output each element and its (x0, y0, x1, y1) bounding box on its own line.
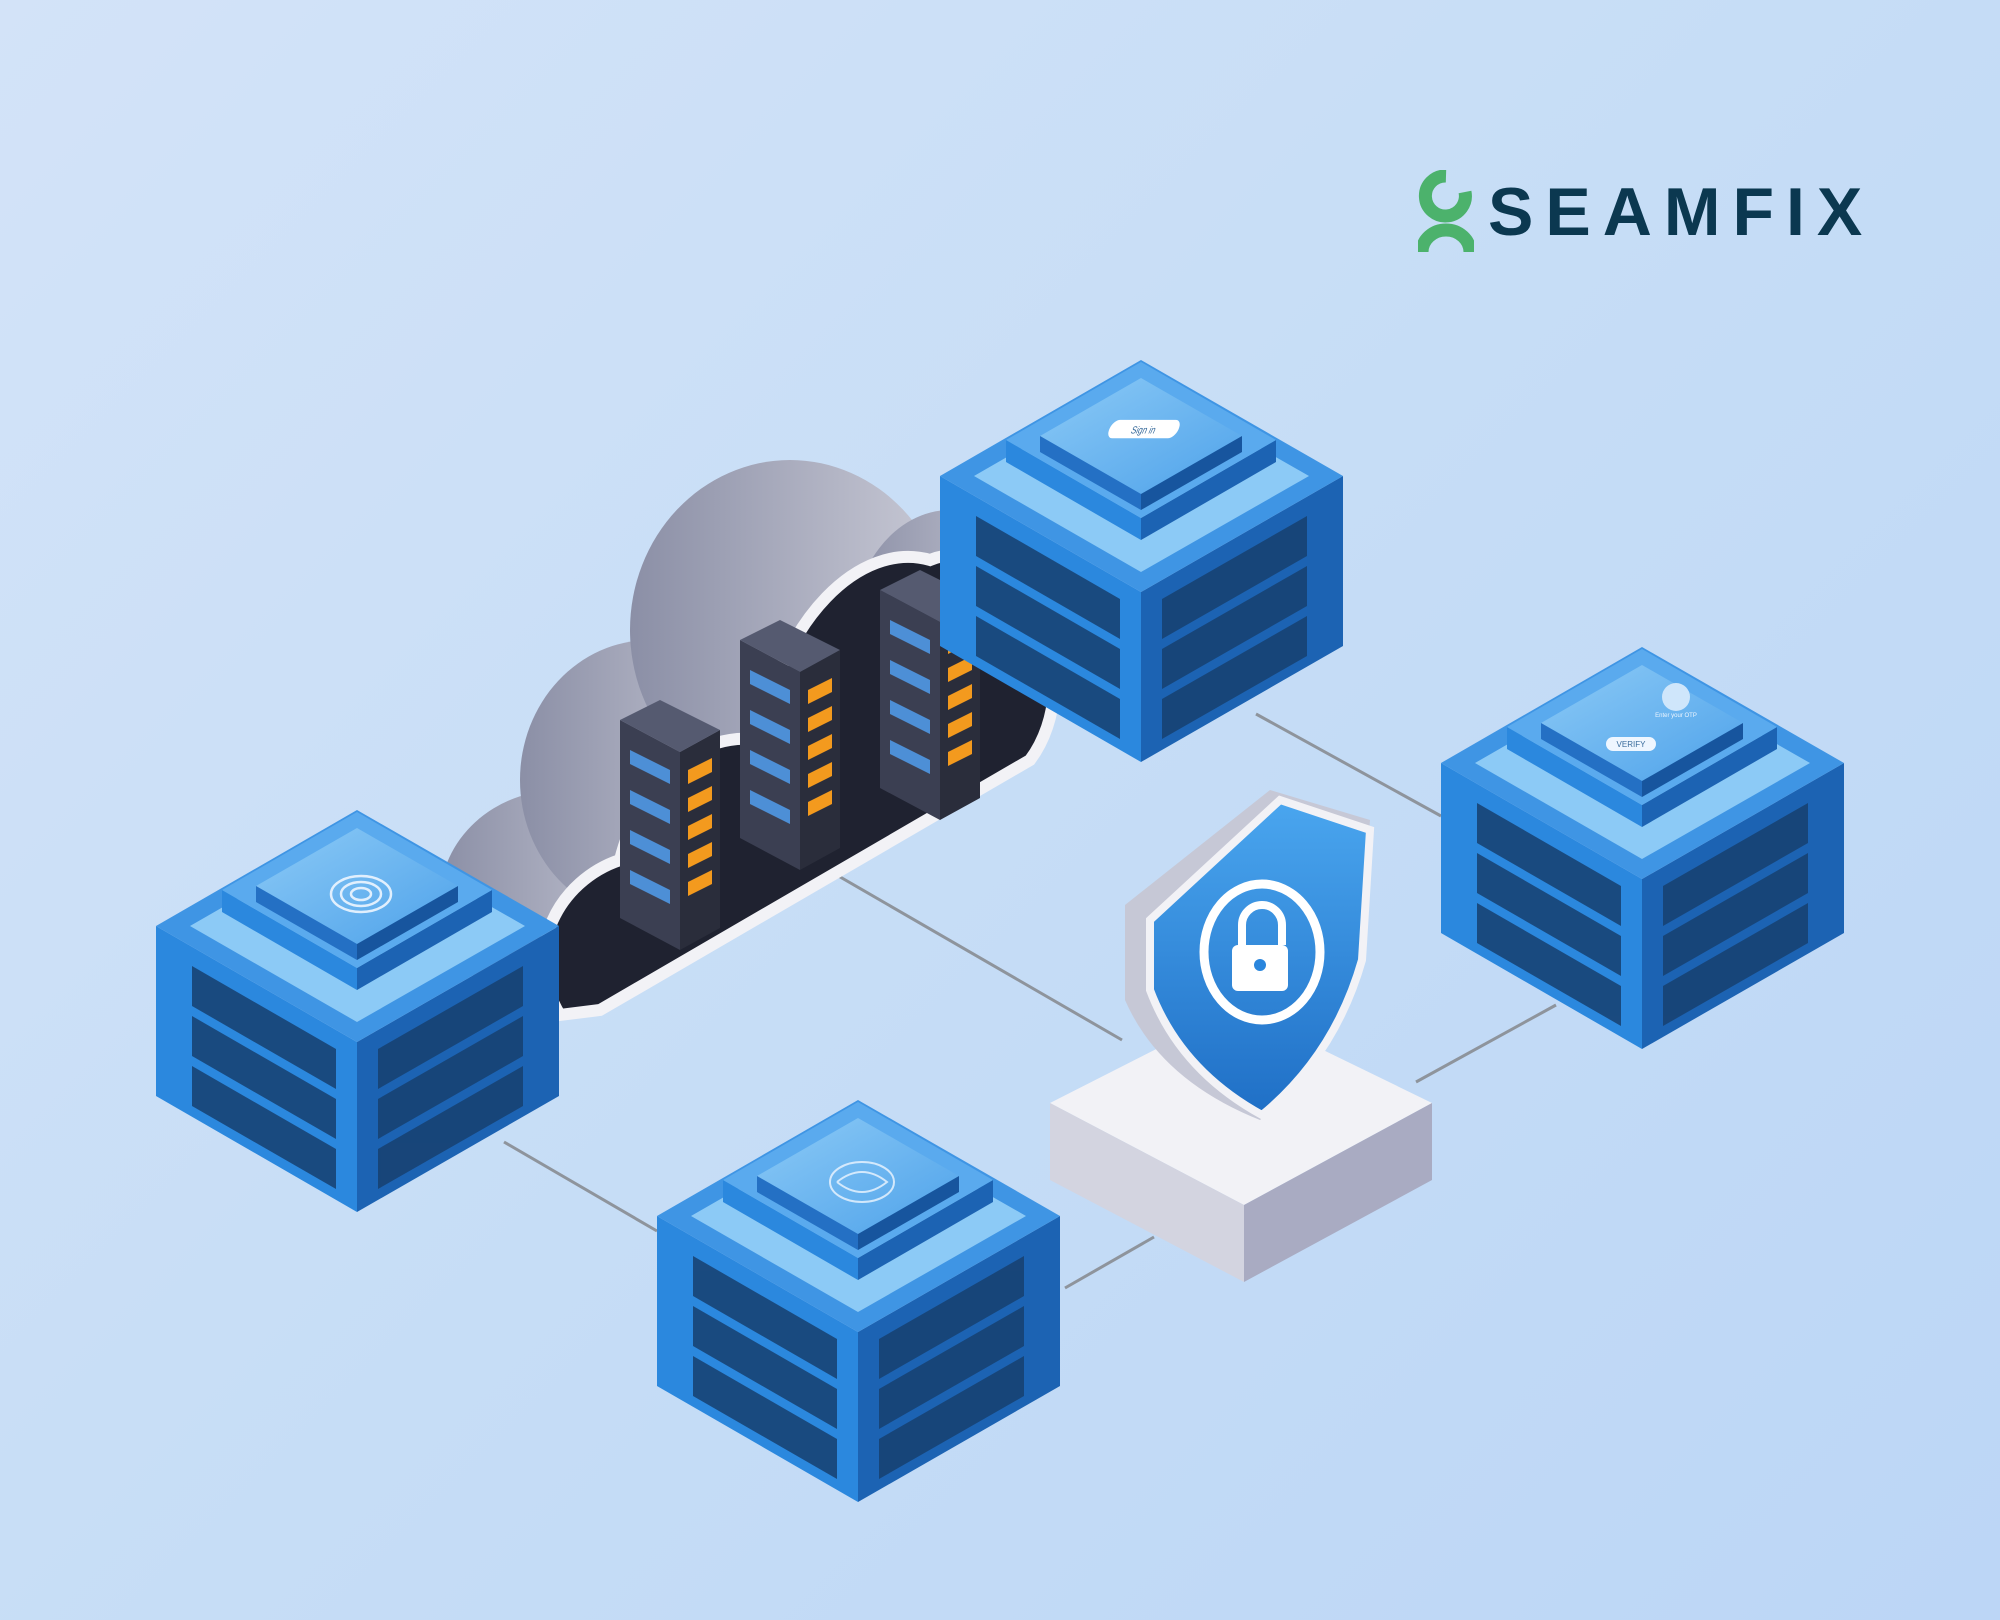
server-block-login: Sign in (940, 360, 1343, 762)
otp-title: Enter your OTP (1655, 713, 1697, 719)
face-scan-icon (829, 1161, 895, 1203)
security-shield (1050, 790, 1432, 1282)
connection-lines (503, 712, 1557, 1290)
server-block-otp: Enter your OTP VERIFY (1441, 647, 1844, 1049)
fingerprint-icon (329, 874, 393, 914)
login-screen: Sign in (1108, 419, 1180, 439)
server-block-fingerprint (156, 810, 559, 1212)
sign-in-button (1108, 419, 1180, 439)
server-rack (620, 700, 720, 950)
padlock-icon (1199, 879, 1325, 1025)
server-block-face-scan (657, 1100, 1060, 1502)
verify-button (1606, 737, 1656, 751)
seamfix-person-icon (1418, 170, 1474, 253)
server-rack (740, 620, 840, 870)
brand-name: SEAMFIX (1488, 174, 1875, 250)
padlock-icon (1662, 683, 1690, 711)
seamfix-logo: SEAMFIX (1418, 170, 1874, 254)
sign-in-label: Sign in (1129, 425, 1158, 437)
verify-label: VERIFY (1617, 740, 1647, 749)
